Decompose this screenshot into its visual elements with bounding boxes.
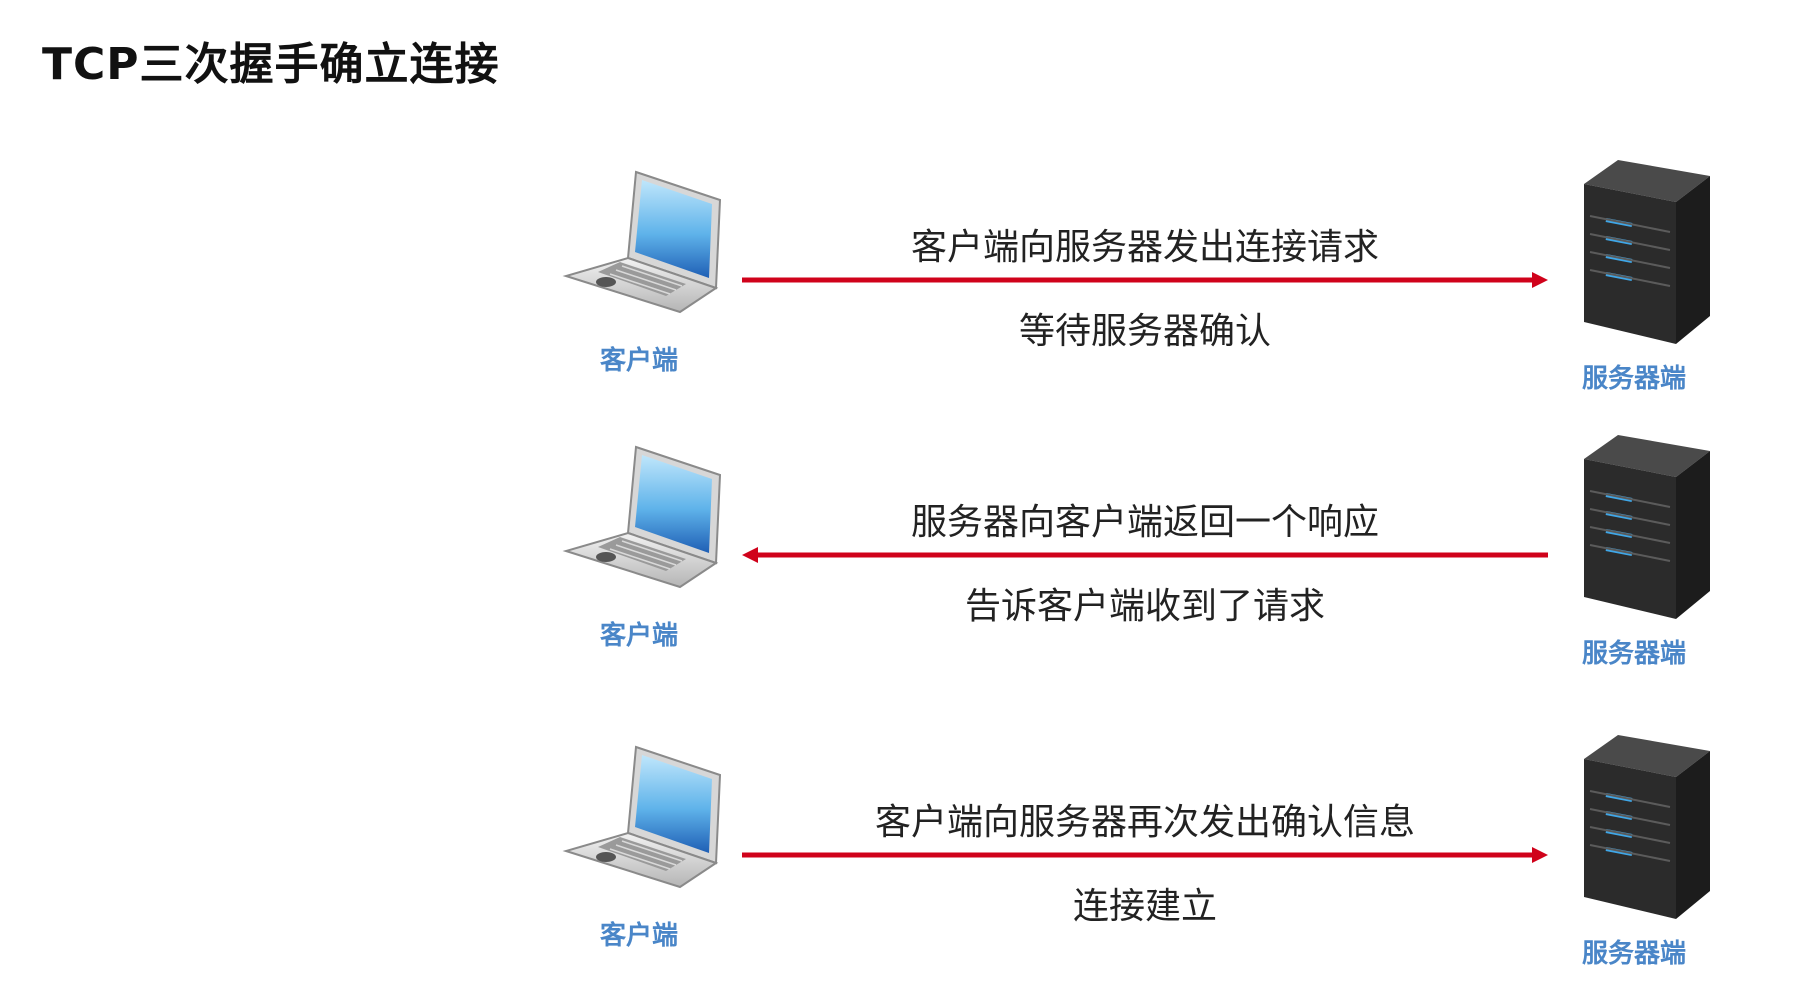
laptop-icon — [562, 170, 722, 314]
laptop-icon — [562, 745, 722, 889]
step-note: 等待服务器确认 — [1018, 311, 1271, 352]
server-label: 服务器端 — [1582, 639, 1687, 669]
page-title: TCP三次握手确立连接 — [42, 39, 500, 90]
step-note: 连接建立 — [1072, 886, 1217, 927]
step-message: 客户端向服务器发出连接请求 — [910, 227, 1379, 268]
arrow-left-icon — [742, 547, 1548, 563]
server-label: 服务器端 — [1582, 939, 1687, 969]
step-note: 告诉客户端收到了请求 — [964, 586, 1325, 627]
handshake-step-1: 客户端 客户端向服务器发出连接请求 等待服务器确认 服务器端 — [0, 150, 1812, 430]
server-icon — [1584, 735, 1710, 919]
server-label: 服务器端 — [1582, 364, 1687, 394]
arrow-right-icon — [742, 272, 1548, 288]
client-label: 客户端 — [600, 921, 679, 951]
client-label: 客户端 — [600, 346, 679, 376]
server-icon — [1584, 435, 1710, 619]
client-label: 客户端 — [600, 621, 679, 651]
step-message: 服务器向客户端返回一个响应 — [910, 502, 1379, 543]
server-icon — [1584, 160, 1710, 344]
laptop-icon — [562, 445, 722, 589]
handshake-step-2: 客户端 服务器向客户端返回一个响应 告诉客户端收到了请求 服务器端 — [0, 425, 1812, 705]
handshake-step-3: 客户端 客户端向服务器再次发出确认信息 连接建立 服务器端 — [0, 725, 1812, 1005]
arrow-right-icon — [742, 847, 1548, 863]
step-message: 客户端向服务器再次发出确认信息 — [874, 802, 1415, 843]
